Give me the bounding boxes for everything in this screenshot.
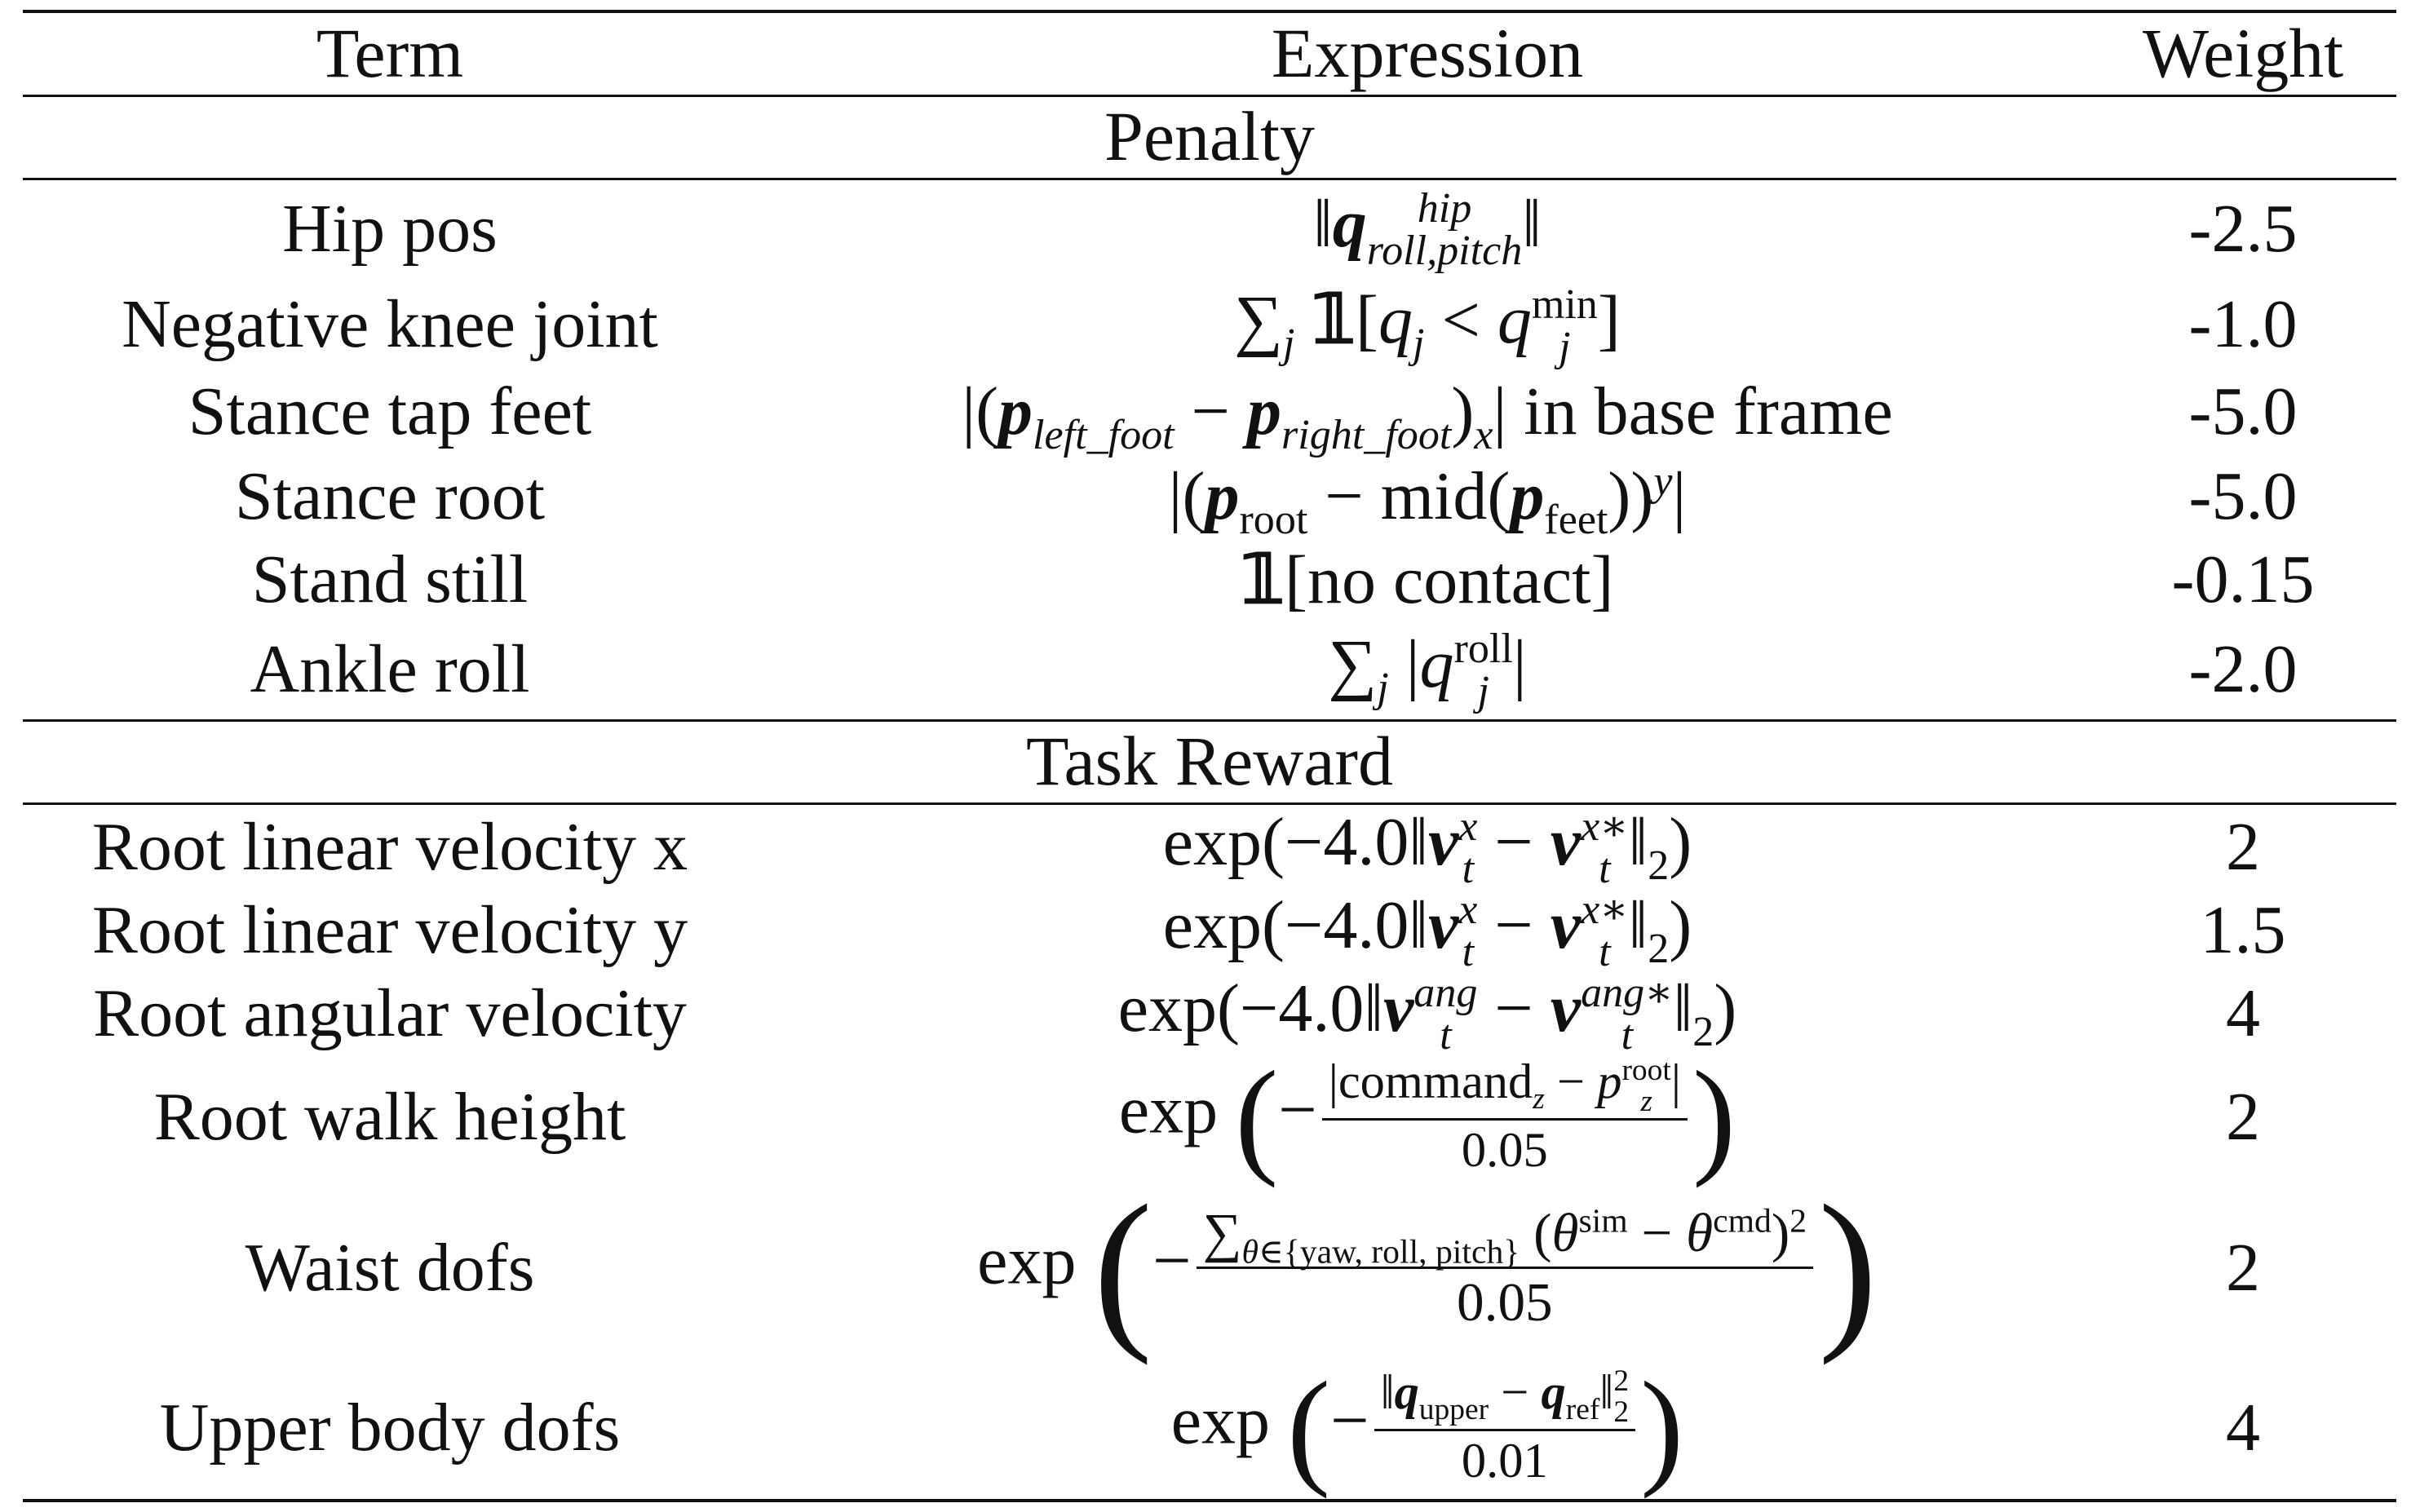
row-weight: 2: [2226, 1078, 2260, 1155]
row-term: Root linear velocity y: [91, 891, 688, 968]
section-penalty: Penalty: [1104, 97, 1315, 175]
row-weight: -5.0: [2188, 458, 2298, 534]
row-weight: -0.15: [2171, 541, 2315, 617]
row-term: Upper body dofs: [159, 1389, 621, 1466]
row-term: Root angular velocity: [93, 975, 687, 1051]
row-weight: 2: [2226, 1229, 2260, 1306]
row-weight: 4: [2226, 975, 2260, 1051]
expression-suffix: in base frame: [1524, 373, 1893, 449]
header-rule: [23, 95, 2396, 97]
row-expression: 𝟙[no contact]: [1241, 542, 1614, 618]
row-expression: exp (−∑θ∈{yaw, roll, pitch} (θsim − θcmd…: [977, 1168, 1878, 1366]
row-expression: |(pleft_foot − pright_foot)x| in base fr…: [962, 373, 1893, 458]
row-weight: 1.5: [2200, 891, 2286, 968]
top-rule: [23, 10, 2396, 13]
row-weight: -2.5: [2188, 190, 2298, 267]
penalty-end-rule: [23, 719, 2396, 722]
row-weight: -5.0: [2188, 373, 2298, 449]
row-term: Waist dofs: [245, 1229, 535, 1306]
row-term: Root linear velocity x: [91, 808, 688, 885]
row-expression: |(proot − mid(pfeet))y|: [1168, 458, 1687, 543]
row-term: Stance root: [234, 458, 546, 534]
row-term: Stance tap feet: [188, 373, 592, 449]
row-term: Negative knee joint: [122, 285, 658, 362]
header-weight: Weight: [2142, 14, 2344, 92]
penalty-rule: [23, 178, 2396, 180]
section-task-reward: Task Reward: [1025, 722, 1394, 800]
row-term: Ankle roll: [250, 630, 530, 707]
row-term: Hip pos: [282, 190, 498, 267]
task-rule: [23, 802, 2396, 805]
row-weight: -2.0: [2188, 630, 2298, 707]
header-term: Term: [316, 14, 464, 92]
fraction-denominator: 0.01: [1461, 1434, 1548, 1489]
bottom-rule: [23, 1499, 2396, 1502]
expression-text: no contact: [1307, 542, 1591, 618]
header-expression: Expression: [1271, 14, 1584, 92]
fraction-denominator: 0.05: [1461, 1123, 1548, 1178]
row-weight: -1.0: [2188, 285, 2298, 362]
fraction-denominator: 0.05: [1457, 1271, 1553, 1333]
row-weight: 2: [2226, 808, 2260, 885]
row-term: Root walk height: [153, 1078, 626, 1155]
row-weight: 4: [2226, 1389, 2260, 1466]
row-term: Stand still: [251, 541, 529, 617]
